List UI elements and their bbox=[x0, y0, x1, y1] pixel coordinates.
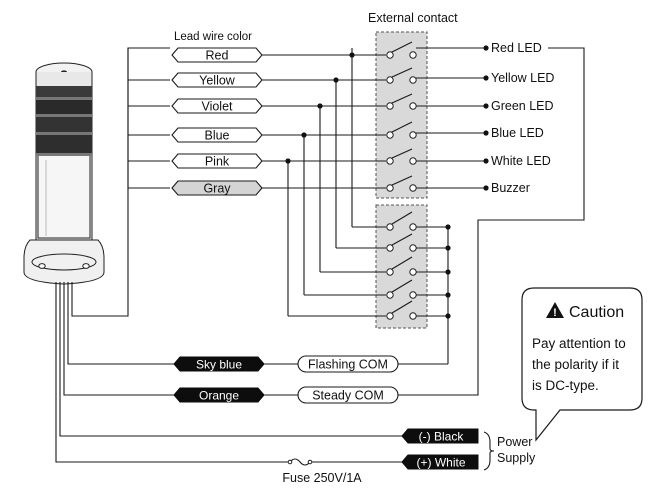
tag-pink: Pink bbox=[205, 155, 230, 169]
output-blue-led: Blue LED bbox=[491, 126, 544, 140]
com-wiring bbox=[398, 47, 585, 396]
cable-bundle bbox=[55, 47, 402, 463]
output-yellow-led: Yellow LED bbox=[491, 71, 554, 85]
caution-line-3: is DC-type. bbox=[532, 378, 599, 393]
tag-blue: Blue bbox=[204, 129, 229, 143]
tag-white-positive: (+) White bbox=[416, 456, 465, 470]
caution-callout: ! Caution Pay attention to the polarity … bbox=[521, 287, 643, 442]
tag-red-outline bbox=[171, 47, 263, 63]
tag-black-negative: (-) Black bbox=[419, 430, 465, 444]
external-contact-heading: External contact bbox=[368, 11, 458, 25]
fuse-label: Fuse 250V/1A bbox=[282, 471, 362, 485]
caution-title: Caution bbox=[569, 304, 624, 321]
external-contact-block-lower bbox=[375, 204, 428, 329]
svg-text:!: ! bbox=[553, 307, 557, 319]
power-supply-label-line2: Supply bbox=[497, 451, 536, 465]
tag-yellow-outline bbox=[171, 72, 263, 88]
tag-yellow: Yellow bbox=[199, 74, 236, 88]
lead-wire-lines bbox=[127, 48, 170, 189]
output-terminals bbox=[483, 45, 489, 191]
com-tags: Sky blue Flashing COM Orange Steady COM bbox=[173, 355, 399, 404]
output-green-led: Green LED bbox=[491, 99, 554, 113]
tag-pink-outline bbox=[171, 153, 263, 169]
branch-wiring bbox=[285, 48, 386, 317]
signal-tower-illustration bbox=[23, 62, 105, 285]
tag-gray-outline bbox=[171, 180, 263, 196]
tag-sky-blue: Sky blue bbox=[196, 358, 242, 372]
tag-gray: Gray bbox=[203, 182, 231, 196]
caution-line-2: the polarity if it bbox=[532, 357, 619, 372]
tag-red: Red bbox=[206, 49, 229, 63]
output-buzzer: Buzzer bbox=[491, 181, 530, 195]
tag-violet-outline bbox=[171, 98, 263, 114]
output-white-led: White LED bbox=[491, 154, 551, 168]
upper-switches bbox=[386, 41, 417, 192]
tag-blue-outline bbox=[171, 127, 263, 143]
output-red-led: Red LED bbox=[491, 41, 542, 55]
power-supply-label-line1: Power bbox=[497, 435, 532, 449]
label-steady-com: Steady COM bbox=[312, 389, 384, 403]
warning-icon bbox=[546, 302, 564, 318]
lower-switches bbox=[386, 211, 451, 364]
upper-wiring bbox=[262, 47, 486, 189]
tag-violet: Violet bbox=[201, 100, 233, 114]
lead-wire-color-heading: Lead wire color bbox=[174, 31, 252, 43]
tag-orange: Orange bbox=[199, 389, 239, 403]
lead-wire-tags: Red Yellow Violet Blue Pink Gray bbox=[171, 47, 263, 196]
caution-line-1: Pay attention to bbox=[532, 336, 626, 351]
external-contact-block-upper bbox=[375, 31, 428, 199]
power-wiring: (-) Black (+) White bbox=[287, 428, 495, 471]
label-flashing-com: Flashing COM bbox=[308, 358, 388, 372]
